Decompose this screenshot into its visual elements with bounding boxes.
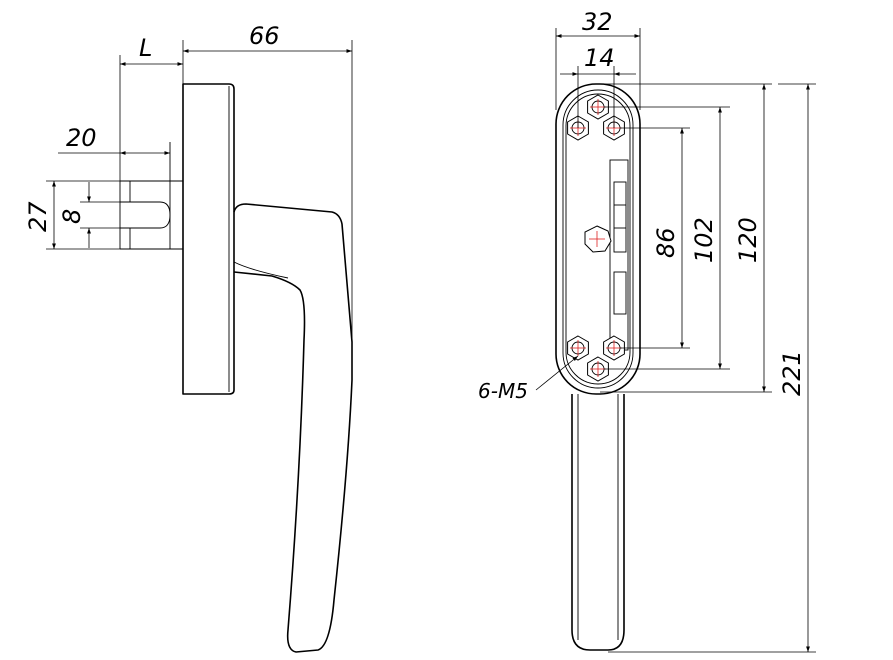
screw-bottom-left	[567, 335, 589, 361]
screw-callout-label: 6-M5	[478, 379, 528, 403]
front-view: 32 14 86 102 120 221 6-M5	[478, 8, 816, 653]
rosette-outer	[555, 83, 641, 395]
dim-221-label: 221	[778, 350, 806, 396]
rosette-inner	[562, 89, 634, 389]
dim-L-label: L	[139, 34, 152, 62]
spindle-center	[584, 225, 612, 253]
dim-20-label: 20	[66, 124, 97, 152]
dim-32-label: 32	[582, 8, 613, 36]
dim-102-label: 102	[690, 217, 718, 263]
side-view: 66 L 20 27 8	[24, 22, 353, 653]
dim-14-label: 14	[584, 44, 615, 72]
base-plate	[182, 83, 235, 395]
spindle	[119, 142, 183, 250]
dim-66-label: 66	[249, 22, 280, 50]
dim-8-label: 8	[58, 209, 86, 224]
cam-slot	[609, 159, 629, 351]
lever-front	[571, 394, 625, 651]
screw-bottom-right	[603, 335, 625, 361]
handle-body	[233, 203, 353, 653]
dim-27-label: 27	[24, 201, 52, 232]
handle-neck	[233, 261, 289, 279]
dim-120-label: 120	[734, 217, 762, 263]
dim-86-label: 86	[652, 227, 680, 258]
